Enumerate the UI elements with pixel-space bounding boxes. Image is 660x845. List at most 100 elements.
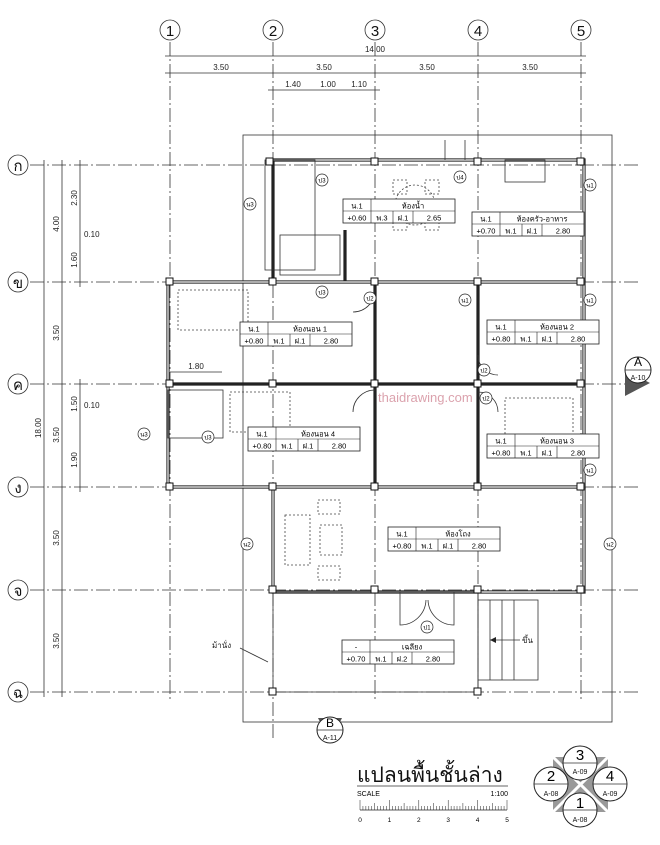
- scale-tick-label: 1: [388, 817, 392, 824]
- svg-text:A-11: A-11: [323, 735, 337, 742]
- scale-label: SCALE: [357, 791, 380, 798]
- dim-inner: 1.80: [188, 362, 204, 371]
- svg-text:A-08: A-08: [544, 791, 559, 798]
- room-code: น.1: [248, 325, 259, 334]
- svg-text:ป3: ป3: [318, 178, 326, 185]
- room-name: ห้องนอน 2: [540, 323, 574, 332]
- svg-text:น2: น2: [243, 543, 251, 549]
- elevation-marker: 3A-09: [562, 745, 598, 781]
- dim-bay: 3.50: [213, 63, 229, 72]
- room-ceiling: ฝ.1: [398, 214, 409, 223]
- dim-sub: 2.30: [70, 190, 79, 206]
- dim-sub: 0.10: [84, 401, 100, 410]
- grid-bubble-column: 2: [262, 19, 284, 41]
- grid-bubble-column: 3: [364, 19, 386, 41]
- svg-text:4: 4: [606, 768, 614, 785]
- svg-text:น1: น1: [586, 469, 594, 475]
- dim-sub: 0.10: [84, 230, 100, 239]
- room-height: 2.80: [571, 335, 586, 344]
- room-ceiling: ฝ.1: [303, 442, 314, 451]
- svg-text:2: 2: [269, 23, 277, 40]
- svg-text:B: B: [326, 716, 334, 730]
- svg-text:1: 1: [166, 23, 174, 40]
- door-window-tag: ป3: [315, 285, 329, 299]
- door-window-tag: น2: [603, 537, 617, 551]
- svg-text:ป2: ป2: [482, 396, 490, 403]
- dim-bay: 3.50: [316, 63, 332, 72]
- door-window-tag: น1: [583, 463, 597, 477]
- elevation-marker: 4A-09: [592, 766, 628, 802]
- door-window-tag: ป3: [201, 430, 215, 444]
- dim-sub: 1.40: [285, 80, 301, 89]
- scale-tick-label: 5: [505, 817, 509, 824]
- room-code: -: [355, 643, 358, 652]
- door-window-tag: ป1: [420, 620, 434, 634]
- room-ceiling: ฝ.2: [397, 655, 408, 664]
- dim-bay: 3.50: [52, 325, 61, 341]
- room-floor: พ.1: [505, 227, 516, 236]
- svg-text:3: 3: [576, 747, 584, 764]
- dim-sub: 1.60: [70, 252, 79, 268]
- svg-text:A: A: [634, 355, 642, 369]
- elevation-marker: 2A-08: [533, 766, 569, 802]
- stairs: ขึ้น: [477, 599, 539, 681]
- dim-bay: 3.50: [52, 427, 61, 443]
- bench-label: ม้านั่ง: [212, 639, 231, 650]
- svg-text:4: 4: [474, 23, 482, 40]
- svg-text:น1: น1: [586, 299, 594, 305]
- door-window-tag: ป2: [477, 363, 491, 377]
- door-window-tag: ป4: [453, 170, 467, 184]
- svg-text:A-08: A-08: [573, 817, 588, 824]
- dim-sub: 1.00: [320, 80, 336, 89]
- scale-tick-label: 2: [417, 817, 421, 824]
- section-marker-b: B A-11: [316, 716, 344, 744]
- svg-text:จ: จ: [14, 583, 23, 600]
- svg-text:ป2: ป2: [480, 368, 488, 375]
- room-code: น.1: [256, 430, 267, 439]
- grid-bubble-row: จ: [7, 579, 29, 601]
- room-ceiling: ฝ.1: [527, 227, 538, 236]
- svg-text:น1: น1: [586, 184, 594, 190]
- elevation-marker: 1A-08: [562, 792, 598, 828]
- room-height: 2.65: [427, 214, 442, 223]
- grid-bubble-row: ข: [7, 271, 29, 293]
- room-name: ห้องครัว-อาหาร: [517, 215, 568, 224]
- left-dimensions: 18.00 4.00 3.50 3.50 3.50 3.50 2.30 0.10…: [34, 160, 222, 697]
- drawing-title: แปลนพื้นชั้นล่าง: [357, 760, 503, 787]
- stair-up-label: ขึ้น: [522, 634, 533, 645]
- svg-text:ง: ง: [14, 480, 21, 497]
- dim-total-depth: 18.00: [34, 417, 43, 438]
- room-name: ห้องโถง: [445, 530, 471, 539]
- grid-bubble-column: 5: [570, 19, 592, 41]
- room-name: ห้องนอน 4: [301, 430, 335, 439]
- door-window-tag: ป2: [363, 291, 377, 305]
- room-floor: พ.1: [520, 335, 531, 344]
- svg-text:A-10: A-10: [631, 375, 646, 382]
- svg-text:ฉ: ฉ: [13, 685, 23, 702]
- room-name: ห้องนอน 1: [293, 325, 327, 334]
- svg-text:ข: ข: [13, 275, 23, 292]
- top-dimensions: 14.00 3.50 3.50 3.50 3.50 1.40 1.00 1.10: [165, 45, 586, 91]
- room-level: +0.80: [245, 337, 264, 346]
- room-level: +0.80: [393, 542, 412, 551]
- row-bubbles: ก ข ค ง จ ฉ: [7, 154, 29, 703]
- column-bubbles: 1 2 3 4 5: [159, 19, 592, 41]
- room-floor: พ.1: [281, 442, 292, 451]
- dim-bay: 3.50: [52, 633, 61, 649]
- door-window-tag: น3: [243, 197, 257, 211]
- dim-sub: 1.10: [351, 80, 367, 89]
- door-window-tag: น2: [240, 537, 254, 551]
- room-code: น.1: [495, 437, 506, 446]
- grid-bubble-row: ฉ: [7, 681, 29, 703]
- section-marker-a: A A-10: [624, 355, 652, 396]
- room-floor: พ.1: [375, 655, 386, 664]
- room-height: 2.80: [332, 442, 347, 451]
- svg-text:3: 3: [371, 23, 379, 40]
